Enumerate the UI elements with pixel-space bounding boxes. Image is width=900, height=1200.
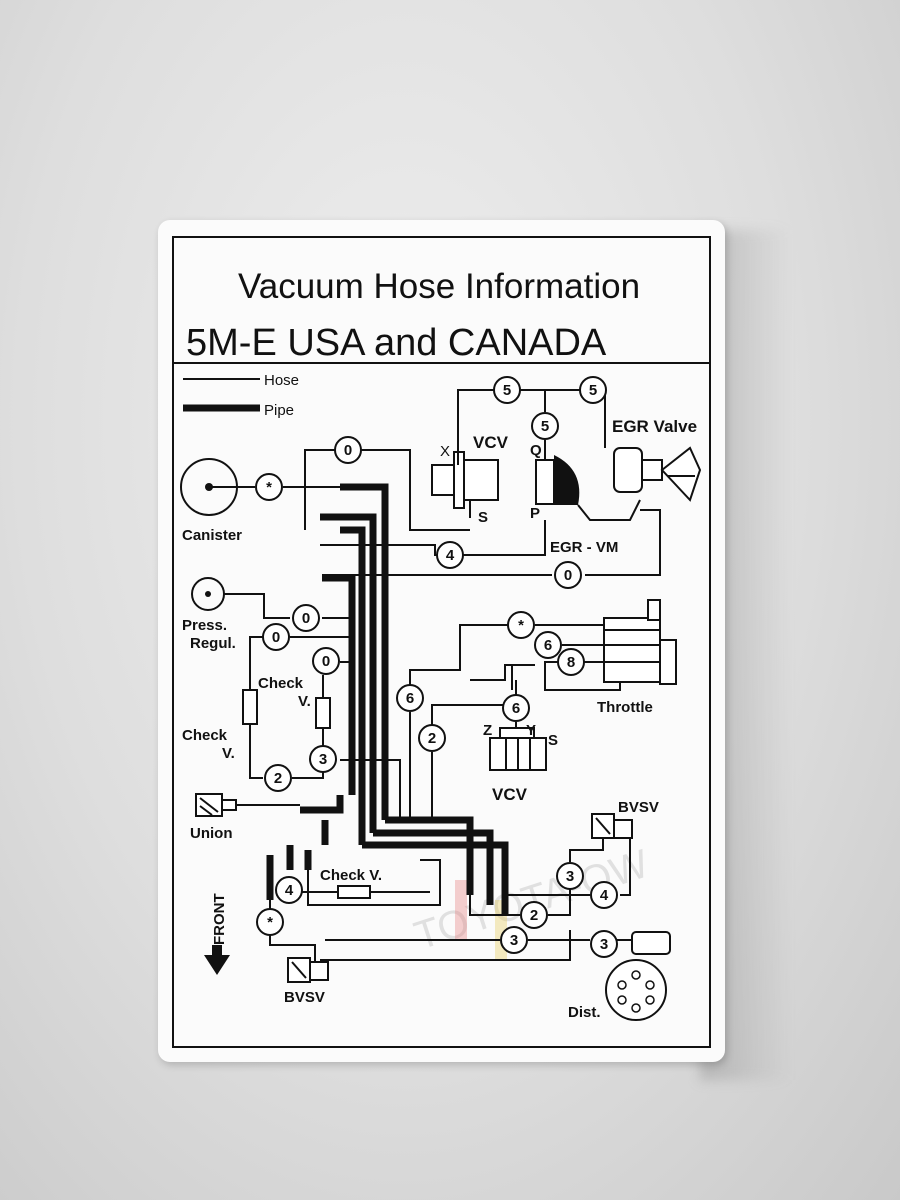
hose-marker-label-bvsv-3: 3 [566,868,574,885]
hose-marker-label-dist-2: 2 [530,907,538,924]
vcv-mid-port-s: S [548,732,558,749]
hose-marker-circle-throttle-star [507,611,535,639]
hose-marker-circle-bvsv-4 [590,881,618,909]
bvsv-right-label: BVSV [618,799,659,816]
watermark-bar-red [455,880,467,940]
check-v-upper-label-line1: Check [258,675,304,692]
hose-marker-label-throttle-8: 8 [567,654,575,671]
egr-valve-label: EGR Valve [612,417,697,436]
hose-marker-circle-egr-5 [531,412,559,440]
union-icon [195,793,237,817]
pipe-bundle [266,483,509,915]
hose-marker-label-vcv-0: 0 [344,442,352,459]
hose-marker-label-throttle-6: 6 [544,637,552,654]
hose-marker-circle-front-star [256,908,284,936]
hose-marker-label-checkv-0: 0 [322,653,330,670]
vcv-top-label: VCV [473,433,509,452]
hose-marker-circle-front-4 [275,876,303,904]
hose-marker-label-regul-0: 0 [272,629,280,646]
hose-marker-circle-dist-3-right [590,930,618,958]
hose-marker-circle-canister-star [255,473,283,501]
hose-marker-label-top-5-left: 5 [503,382,511,399]
hose-marker-circle-union-2 [264,764,292,792]
diagram-subtitle: 5M-E USA and CANADA [186,322,607,364]
hose-marker-label-vcv-4: 4 [446,547,455,564]
hose-marker-circle-throttle-6 [534,631,562,659]
hose-marker-circle-vcv-0 [334,436,362,464]
check-v-upper-label-line2: V. [298,693,311,710]
dist-label: Dist. [568,1004,601,1021]
hose-marker-label-canister-star: * [266,479,272,496]
vcv-top-port-s: S [478,509,488,526]
press-regul-label-line1: Press. [182,617,227,634]
check-valve-lower-icon [337,885,371,899]
hose-marker-circle-dist-3-left [500,926,528,954]
front-label: FRONT [211,893,228,945]
front-arrow-icon [204,955,230,975]
hose-marker-circle-mid-6 [396,684,424,712]
hose-marker-label-press-0: 0 [302,610,310,627]
hose-marker-circle-checkv-3 [309,745,337,773]
vcv-mid-label: VCV [492,785,528,804]
vcv-mid-port-y: Y [526,722,536,739]
hose-marker-circle-checkv-0 [312,647,340,675]
hose-marker-label-mid-2: 2 [428,730,436,747]
outer-frame [172,236,711,1048]
egr-valve-icon [613,446,702,502]
canister-label: Canister [182,527,242,544]
egr-vm-port-q: Q [530,442,542,459]
hose-marker-label-dist-3-left: 3 [510,932,518,949]
hose-marker-label-front-star: * [267,914,273,931]
hose-marker-label-mid-6: 6 [406,690,414,707]
egr-vm-label: EGR - VM [550,539,618,556]
hose-marker-circle-vcv-6 [502,694,530,722]
hose-marker-label-union-2: 2 [274,770,282,787]
hose-marker-circle-egrvm-0 [554,561,582,589]
union-label: Union [190,825,233,842]
hose-marker-circle-vcv-4 [436,541,464,569]
hose-marker-label-vcv-6: 6 [512,700,520,717]
hose-marker-circle-top-5-right [579,376,607,404]
hose-marker-label-front-4: 4 [285,882,294,899]
press-regul-label-line2: Regul. [190,635,236,652]
pressure-regulator-icon [191,577,225,611]
vcv-mid-port-z: Z [483,722,492,739]
egr-vm-port-p: P [530,505,540,522]
hose-marker-label-top-5-right: 5 [589,382,597,399]
vcv-top-icon [431,451,499,518]
legend-pipe-label: Pipe [264,402,294,419]
hose-marker-circle-press-0 [292,604,320,632]
check-v-left-label-line1: Check [182,727,228,744]
bvsv-bottom-icon [287,957,329,983]
throttle-label: Throttle [597,699,653,716]
legend-hose-label: Hose [264,372,299,389]
hose-marker-label-checkv-3: 3 [319,751,327,768]
hose-marker-label-throttle-star: * [518,617,524,634]
hose-marker-circle-mid-2 [418,724,446,752]
hose-marker-label-egr-5: 5 [541,418,549,435]
hose-marker-circle-bvsv-3 [556,862,584,890]
throttle-icon [603,599,677,685]
check-valve-upper-icon [315,697,331,729]
front-arrow-stem [212,945,222,957]
hose-marker-circle-dist-2 [520,901,548,929]
hose-marker-circle-regul-0 [262,623,290,651]
bvsv-right-icon [591,813,633,839]
check-v-lower-label: Check V. [320,867,382,884]
hose-marker-circle-throttle-8 [557,648,585,676]
hose-marker-label-bvsv-4: 4 [600,887,609,904]
hose-marker-circle-top-5-left [493,376,521,404]
check-valve-left-icon [242,680,258,734]
diagram-title: Vacuum Hose Information [238,267,640,306]
check-v-left-label-line2: V. [222,745,235,762]
distributor-icon [605,931,671,1021]
hose-marker-label-dist-3-right: 3 [600,936,608,953]
hose-marker-label-egrvm-0: 0 [564,567,572,584]
vcv-mid-icon [489,727,547,771]
bvsv-bottom-label: BVSV [284,989,325,1006]
egr-vm-icon [535,455,580,505]
vcv-top-port-x: X [440,443,450,460]
